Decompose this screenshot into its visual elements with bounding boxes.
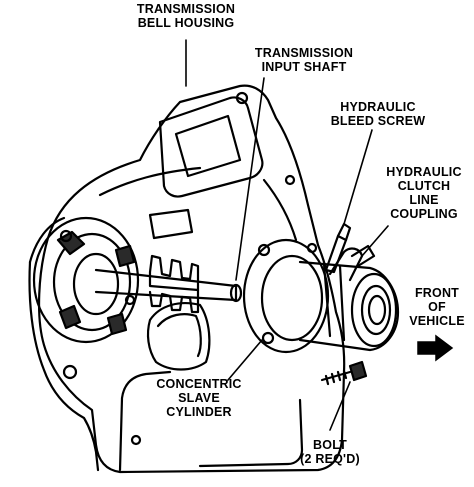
clutch-plate — [32, 216, 140, 344]
front-arrow-icon — [417, 334, 454, 362]
bell-housing-flange — [28, 260, 100, 472]
leader-slave-cylinder — [227, 339, 263, 381]
housing-window — [146, 302, 211, 371]
leader-bleed-screw — [343, 129, 373, 225]
label-front-of-vehicle: FRONT OF VEHICLE — [409, 286, 465, 328]
label-input-shaft: TRANSMISSION INPUT SHAFT — [254, 46, 354, 74]
label-clutch-line-coupling: HYDRAULIC CLUTCH LINE COUPLING — [386, 165, 462, 221]
leader-input-shaft — [235, 77, 265, 281]
slave-cylinder-flange — [242, 238, 330, 354]
housing-slot — [148, 208, 194, 240]
shaft-spline — [148, 254, 200, 292]
label-bell-housing: TRANSMISSION BELL HOUSING — [136, 2, 236, 30]
mounting-ear-top — [158, 96, 264, 198]
leader-bolt — [329, 381, 351, 431]
label-bleed-screw: HYDRAULIC BLEED SCREW — [330, 100, 426, 128]
leader-clutch-line — [361, 225, 389, 257]
label-bolt: BOLT (2 REQ'D) — [300, 438, 360, 466]
bolt-head — [348, 360, 368, 382]
release-bearing — [350, 272, 398, 348]
label-slave-cylinder: CONCENTRIC SLAVE CYLINDER — [156, 377, 242, 419]
slave-cylinder-body — [298, 260, 400, 352]
